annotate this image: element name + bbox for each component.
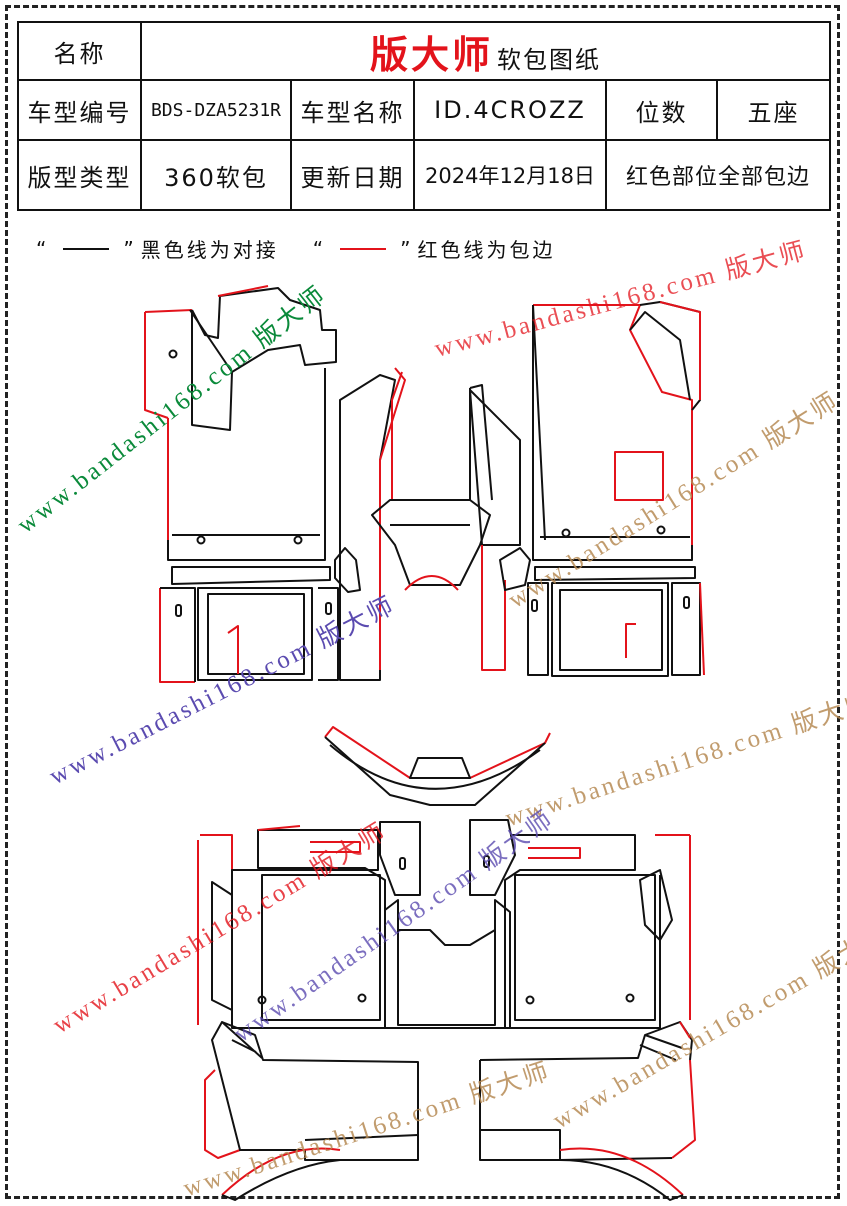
- page-border: [5, 5, 840, 1199]
- spec-table: 名称 版大师软包图纸 车型编号 BDS-DZA5231R 车型名称 ID.4CR…: [17, 21, 832, 211]
- black-line-swatch: [63, 247, 110, 250]
- driver-side-mat: [144, 285, 337, 561]
- legend-quote-open-2: “: [312, 236, 327, 261]
- legend-quote-close: ”: [123, 236, 137, 261]
- rear-left-door-sill: [379, 821, 421, 896]
- model-code-label: 车型编号: [17, 79, 142, 141]
- model-row: 车型编号 BDS-DZA5231R 车型名称 ID.4CROZZ 位数 五座: [17, 79, 832, 141]
- red-line-text: 红色线为包边: [417, 238, 556, 262]
- pattern-type-label: 版型类型: [17, 139, 142, 211]
- model-name-value: ID.4CROZZ: [413, 79, 607, 141]
- model-name-label: 车型名称: [290, 79, 415, 141]
- black-line-text: 黑色线为对接: [140, 238, 279, 262]
- rear-left-seat-mat: [197, 825, 386, 1029]
- model-code-value: BDS-DZA5231R: [140, 79, 292, 141]
- legend-quote-open: “: [36, 236, 50, 261]
- title-suffix: 软包图纸: [497, 45, 602, 74]
- tunnel-side-right: [469, 389, 531, 671]
- line-legend: “ ” 黑色线为对接 “ ” 红色线为包边: [36, 234, 556, 263]
- seats-value: 五座: [715, 79, 832, 141]
- edge-note: 红色部位全部包边: [604, 139, 832, 211]
- type-row: 版型类型 360软包 更新日期 2024年12月18日 红色部位全部包边: [17, 139, 832, 211]
- title-cell: 版大师软包图纸: [139, 21, 832, 81]
- passenger-side-mat: [532, 301, 701, 561]
- passenger-footwell-mat: [527, 566, 705, 677]
- rear-center-mat: [384, 899, 511, 1029]
- rear-right-trunk-panel: [479, 1021, 696, 1201]
- rear-right-seat-mat: [504, 834, 691, 1029]
- update-label: 更新日期: [290, 139, 415, 211]
- rear-hump-strip: [324, 726, 551, 806]
- driver-footwell-mat: [159, 566, 339, 683]
- center-console-mat: [371, 371, 493, 591]
- pattern-type-value: 360软包: [140, 139, 292, 211]
- update-date-value: 2024年12月18日: [413, 139, 607, 211]
- rear-right-door-sill: [469, 819, 516, 896]
- brand-title: 版大师: [370, 32, 494, 77]
- seats-label: 位数: [605, 79, 718, 141]
- red-line-swatch: [340, 247, 387, 250]
- name-label: 名称: [17, 21, 142, 81]
- rear-left-trunk-panel: [204, 1021, 419, 1201]
- legend-quote-close-2: ”: [400, 236, 414, 261]
- header-row: 名称 版大师软包图纸: [17, 21, 832, 81]
